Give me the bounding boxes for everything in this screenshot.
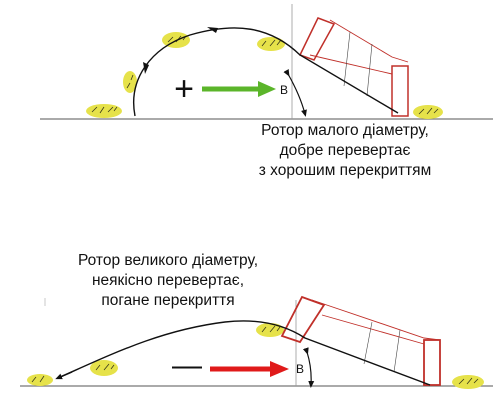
top-caption-line: з хорошим перекриттям: [258, 162, 432, 179]
straw-pile: [256, 323, 284, 337]
bottom-straw-trajectory: [57, 320, 431, 386]
bottom-scenario: — B: [20, 295, 493, 389]
bottom-caption: Ротор великого діаметру, неякісно переве…: [48, 251, 288, 311]
bottom-straw-piles: [27, 323, 484, 389]
top-caption-line: добре перевертає: [279, 142, 411, 159]
top-straw-trajectory: [133, 27, 399, 117]
top-caption: Ротор малого діаметру, добре перевертає …: [232, 121, 458, 181]
straw-pile: [257, 37, 285, 51]
top-width-label: B: [280, 83, 288, 97]
top-trajectory-arrowhead: [143, 62, 149, 74]
top-caption-line: Ротор малого діаметру,: [261, 122, 429, 139]
bottom-trajectory-start: [55, 371, 73, 380]
top-guide-lines: [343, 31, 373, 97]
straw-pile: [413, 105, 443, 119]
bottom-rotor-tine-lower: [423, 339, 441, 386]
bottom-rotor-tine-upper: [280, 295, 326, 344]
bottom-rotor-housing: [311, 299, 441, 345]
top-width-arc: [283, 69, 307, 117]
top-sign: +: [174, 70, 194, 108]
bottom-caption-line: погане перекриття: [101, 292, 235, 309]
top-rotor-tine-lower: [391, 65, 409, 117]
top-rotor-tine-upper: [298, 17, 336, 61]
straw-pile: [123, 71, 137, 93]
top-direction-arrow-head: [258, 81, 276, 97]
top-rotor-housing: [309, 19, 409, 75]
straw-pile: [90, 360, 118, 376]
bottom-caption-line: неякісно перевертає,: [91, 272, 244, 289]
top-scenario: + B: [40, 4, 493, 120]
straw-pile: [27, 374, 53, 386]
straw-pile: [452, 375, 484, 389]
bottom-sign: —: [172, 349, 202, 382]
top-trajectory-arrowhead: [207, 27, 218, 33]
bottom-guide-lines: [363, 321, 401, 373]
bottom-width-label: B: [296, 362, 304, 376]
bottom-caption-line: Ротор великого діаметру,: [77, 252, 258, 269]
bottom-width-arc: [302, 347, 315, 388]
bottom-direction-arrow-head: [270, 361, 289, 377]
straw-pile: [86, 104, 122, 118]
